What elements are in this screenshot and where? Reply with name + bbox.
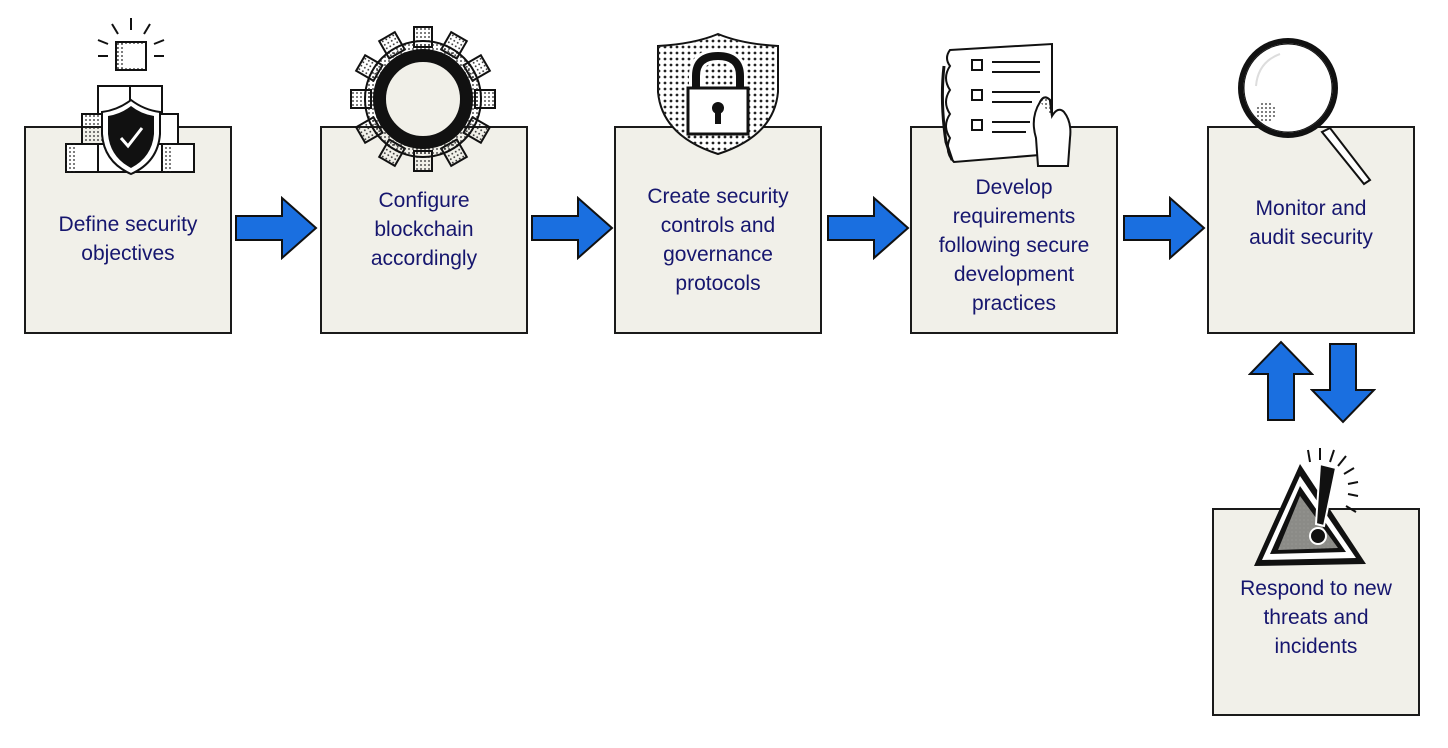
magnifying-glass-icon bbox=[1238, 38, 1372, 186]
gear-icon bbox=[350, 26, 496, 172]
flow-arrow-down bbox=[1310, 343, 1376, 424]
step-label-line: practices bbox=[971, 292, 1057, 315]
step-box-respond-threats: Respond to new threats and incidents bbox=[1212, 508, 1420, 716]
checklist-document-icon bbox=[940, 42, 1072, 167]
flow-arrow-right bbox=[1123, 196, 1206, 260]
step-label-line: Respond to new bbox=[1240, 577, 1392, 600]
flow-arrow-right bbox=[531, 196, 614, 260]
step-label-line: Create security bbox=[647, 185, 789, 208]
flow-arrow-right bbox=[235, 196, 318, 260]
flow-arrow-up bbox=[1248, 340, 1314, 421]
flow-arrow-right bbox=[827, 196, 910, 260]
step-label-line: objectives bbox=[81, 242, 175, 265]
step-label-line: blockchain bbox=[374, 218, 474, 241]
step-label-line: Monitor and bbox=[1255, 197, 1367, 220]
step-label-line: threats and bbox=[1263, 606, 1369, 629]
step-label-line: accordingly bbox=[370, 247, 478, 270]
step-label-line: Define security bbox=[58, 213, 198, 236]
step-label-line: controls and bbox=[660, 214, 776, 237]
step-label-line: governance bbox=[663, 243, 773, 266]
step-label-line: protocols bbox=[675, 272, 761, 295]
shield-brick-wall-icon bbox=[65, 18, 195, 176]
step-label-line: audit security bbox=[1249, 226, 1373, 249]
step-label-line: requirements bbox=[952, 205, 1076, 228]
step-label-line: development bbox=[953, 263, 1075, 286]
step-box-develop-requirements: Develop requirements following secure de… bbox=[910, 126, 1118, 334]
step-label-line: Develop bbox=[975, 176, 1053, 199]
step-label-line: incidents bbox=[1274, 635, 1358, 658]
step-label-line: following secure bbox=[938, 234, 1090, 257]
warning-triangle-icon bbox=[1254, 448, 1366, 566]
shield-lock-icon bbox=[657, 32, 779, 156]
step-box-security-controls: Create security controls and governance … bbox=[614, 126, 822, 334]
step-box-monitor-audit: Monitor and audit security bbox=[1207, 126, 1415, 334]
step-label-line: Configure bbox=[378, 189, 470, 212]
